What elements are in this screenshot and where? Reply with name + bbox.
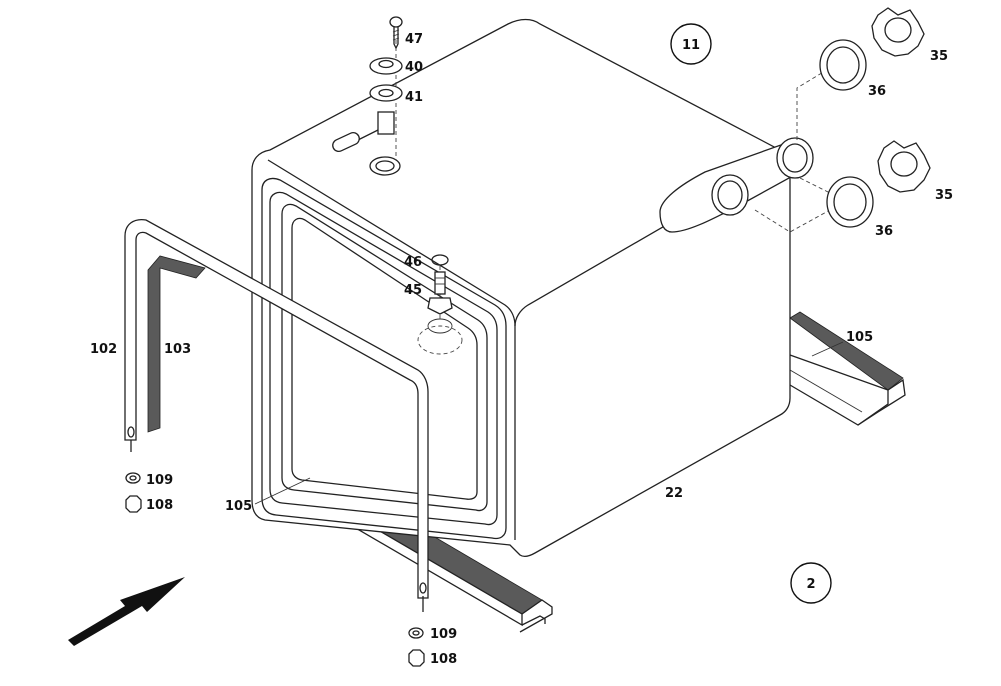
label-102: 102 (90, 342, 117, 357)
cover-40 (369, 57, 403, 75)
svg-text:2: 2 (806, 577, 815, 592)
strap-liner-103 (147, 255, 206, 433)
label-46: 46 (404, 255, 422, 270)
washer-109-left (125, 472, 141, 484)
fuel-tank-22 (251, 18, 814, 557)
label-36-upper: 36 (868, 84, 886, 99)
nut-108-left (125, 495, 142, 513)
part-labels: 47 40 41 35 36 35 36 46 45 102 103 105 1… (90, 32, 953, 667)
label-35-upper: 35 (930, 49, 948, 64)
o-ring-46 (431, 254, 449, 266)
label-108-left: 108 (146, 498, 173, 513)
leader-lines (254, 341, 844, 505)
callout-2: 2 (790, 562, 832, 604)
screw-47 (389, 16, 403, 28)
filler-caps (754, 7, 931, 233)
drain-plug (427, 254, 453, 322)
label-103: 103 (164, 342, 191, 357)
cap-35-lower (877, 140, 931, 193)
cap-35-upper (871, 7, 925, 57)
label-108-right: 108 (430, 652, 457, 667)
rubber-pad-rear (789, 311, 904, 391)
level-sender-assembly (332, 16, 403, 160)
label-41: 41 (405, 90, 423, 105)
washer-109-right (408, 627, 424, 639)
label-36-lower: 36 (875, 224, 893, 239)
label-40: 40 (405, 60, 423, 75)
label-105-rear: 105 (846, 330, 873, 345)
label-35-lower: 35 (935, 188, 953, 203)
support-rail-rear (789, 311, 906, 426)
label-105-front: 105 (225, 499, 252, 514)
callout-11: 11 (670, 23, 712, 65)
label-45: 45 (404, 283, 422, 298)
tank-strap (124, 218, 429, 667)
label-109-left: 109 (146, 473, 173, 488)
nut-108-right (408, 649, 425, 667)
label-22: 22 (665, 486, 683, 501)
svg-text:11: 11 (682, 38, 700, 53)
label-109-right: 109 (430, 627, 457, 642)
label-47: 47 (405, 32, 423, 47)
gasket-41 (369, 84, 403, 102)
arrow-icon (68, 577, 185, 646)
level-sensor (377, 111, 395, 135)
plug-45 (434, 271, 446, 295)
